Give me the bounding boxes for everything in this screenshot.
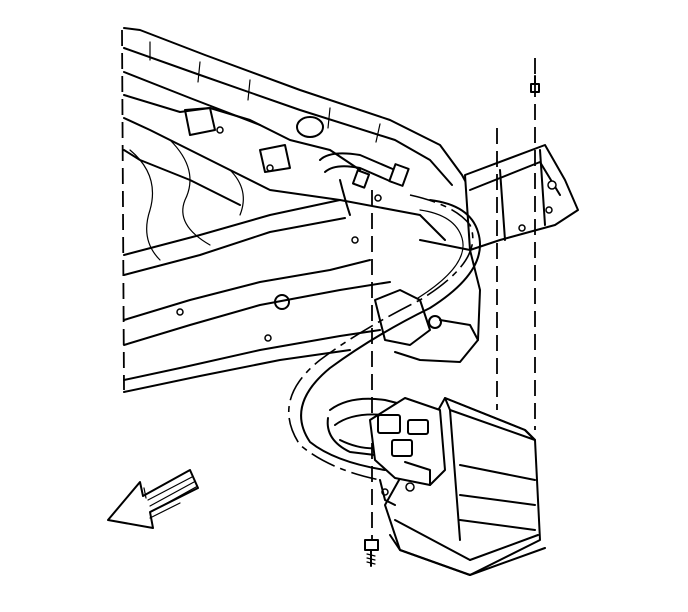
mounting-bolt bbox=[364, 539, 379, 567]
frame-cut-line bbox=[121, 29, 125, 391]
rail-oval-slot bbox=[296, 116, 324, 138]
upper-bolt bbox=[530, 75, 540, 93]
alignment-lines bbox=[371, 58, 536, 540]
canister-hoses bbox=[287, 152, 481, 481]
hose-route-line bbox=[287, 194, 474, 481]
bracket-hole bbox=[547, 180, 557, 190]
cross-member-bracket bbox=[374, 144, 579, 363]
vehicle-frame-rail bbox=[121, 27, 471, 393]
front-of-vehicle-arrow bbox=[107, 469, 199, 529]
evap-canister bbox=[369, 397, 546, 576]
